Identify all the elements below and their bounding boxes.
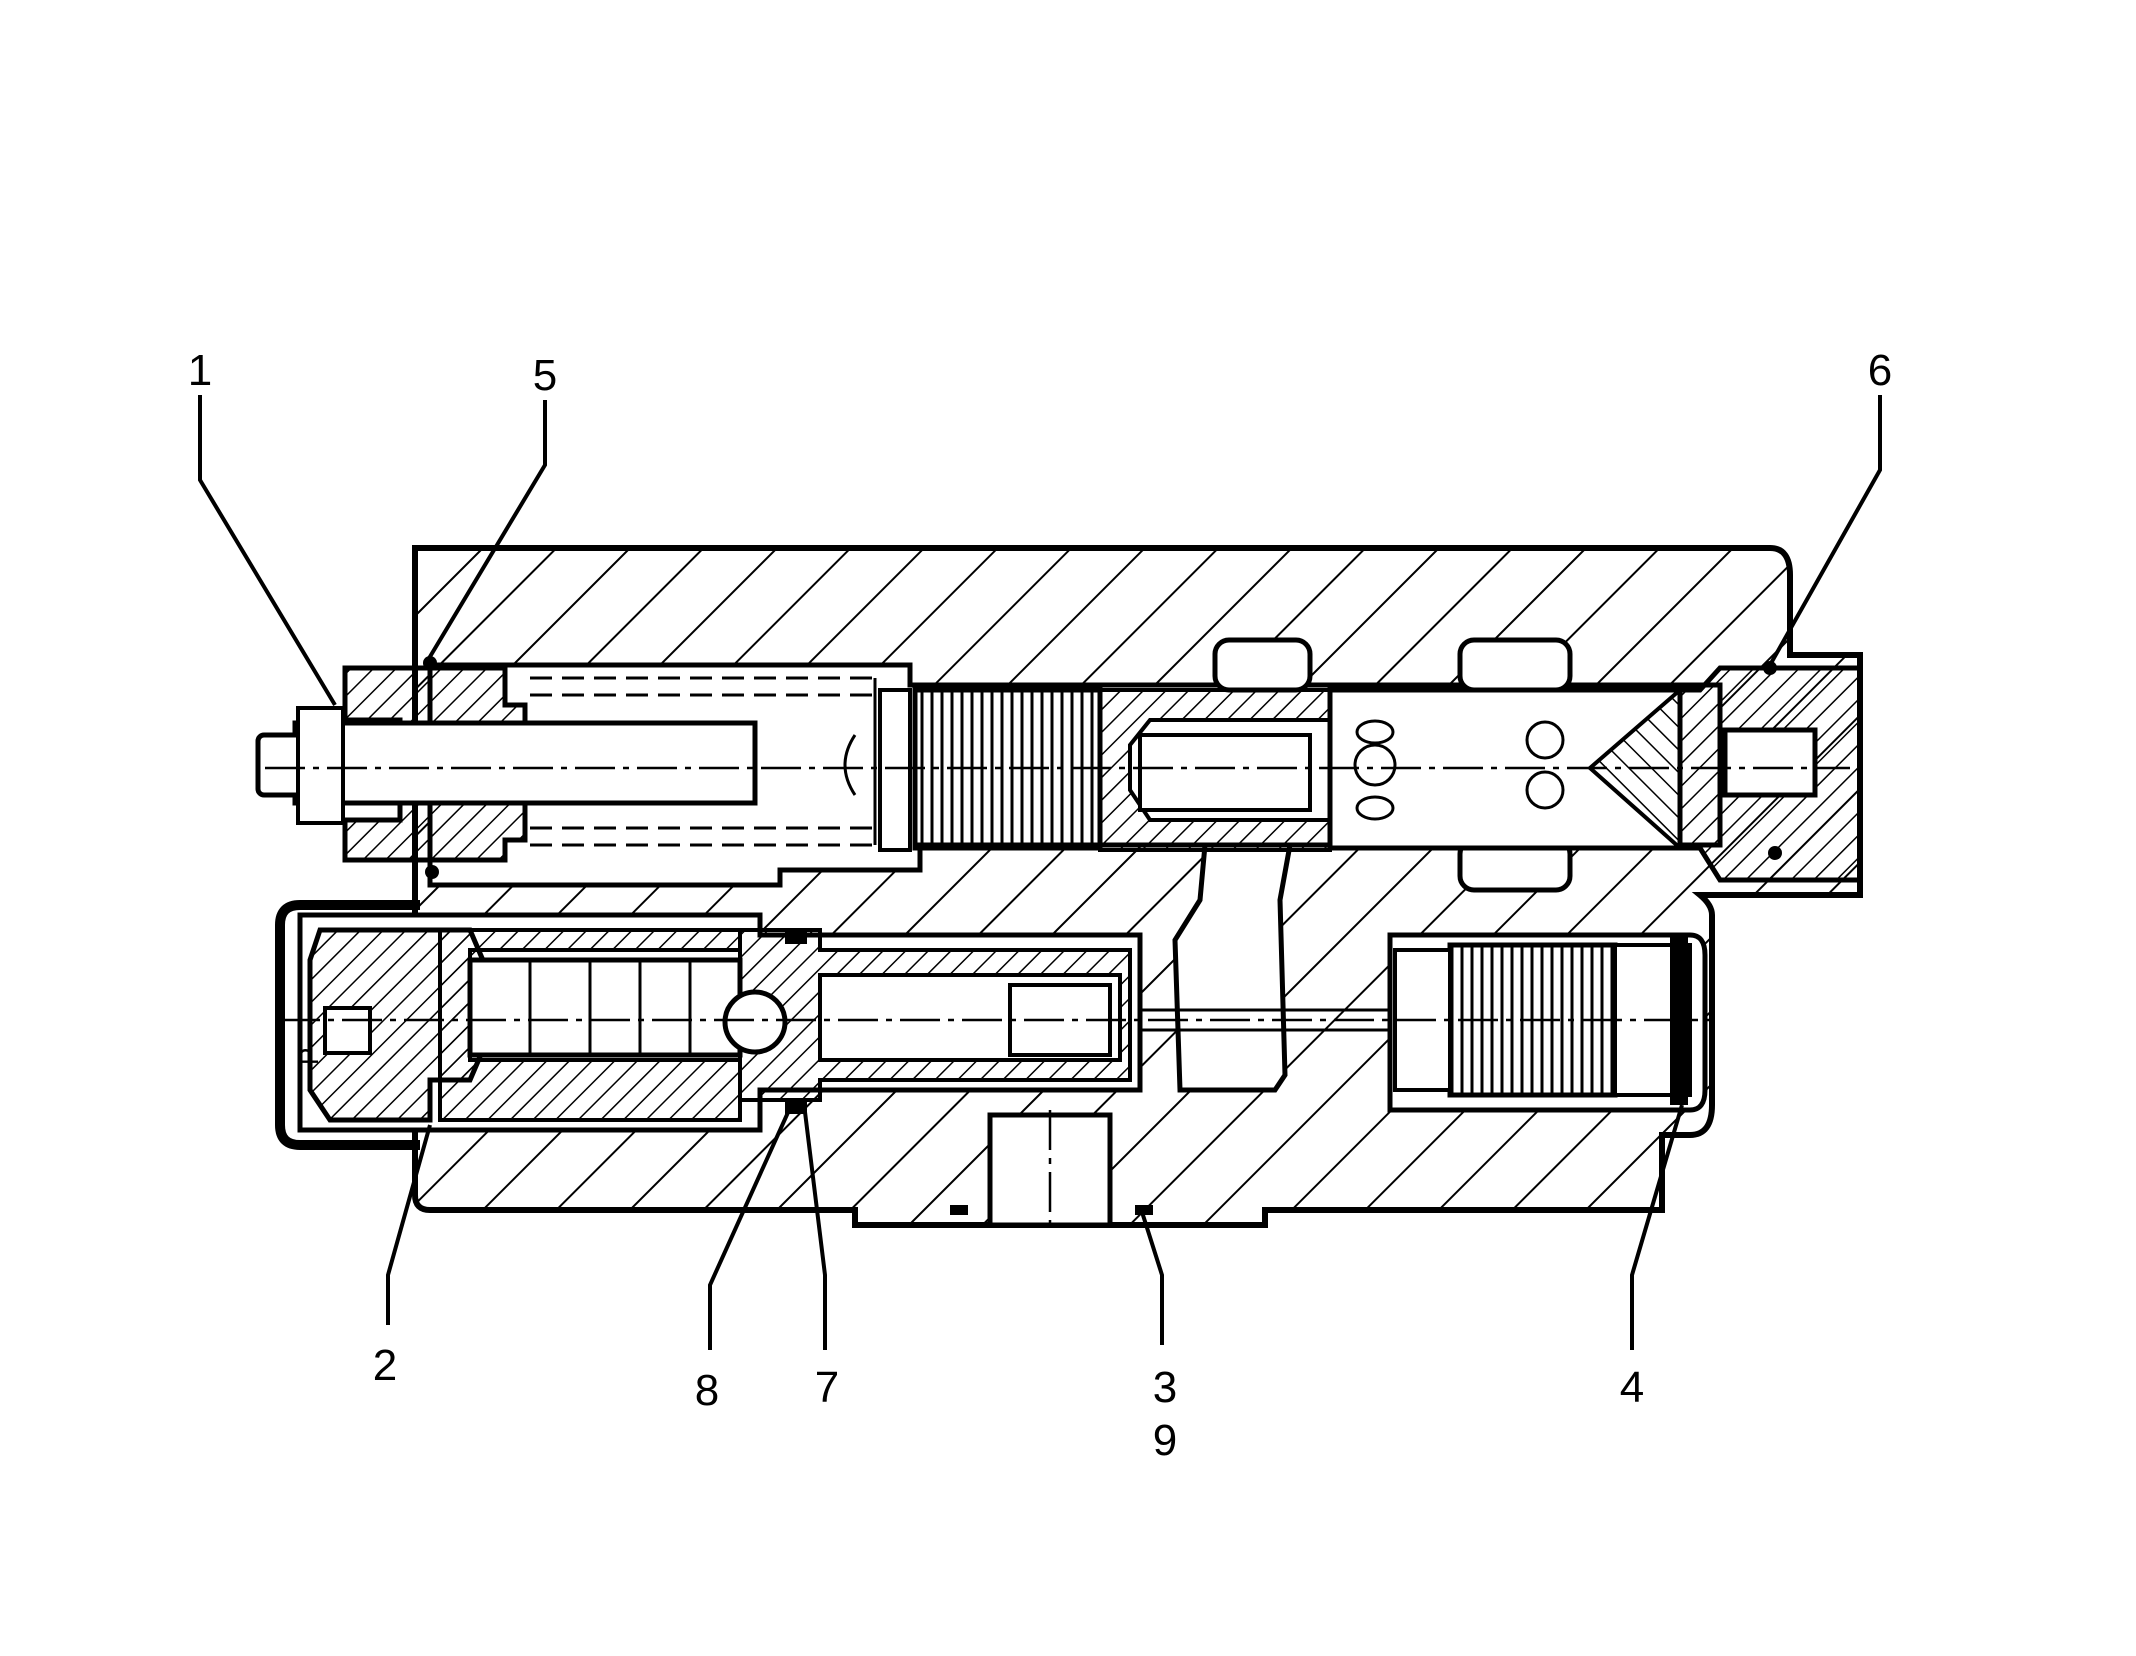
callout-3: 3	[1153, 1363, 1177, 1412]
leader-7	[803, 1111, 827, 1350]
leader-8	[708, 1107, 792, 1350]
callout-7: 7	[815, 1363, 839, 1412]
callout-2: 2	[373, 1341, 397, 1390]
leader-5	[423, 400, 547, 667]
lower-spool-assembly: P	[275, 900, 1710, 1150]
seal-top-lower	[785, 930, 807, 944]
lock-nut	[296, 706, 345, 825]
leader-1	[198, 395, 337, 707]
leader-4	[1630, 1104, 1684, 1350]
upper-spool-land	[912, 687, 1103, 851]
leader-6	[1768, 395, 1882, 666]
callout-1: 1	[188, 346, 212, 395]
leader-lines	[198, 395, 1882, 1350]
adjusting-screw-shaft	[292, 720, 758, 806]
check-ball	[722, 989, 788, 1055]
callout-6: 6	[1868, 346, 1892, 395]
protective-cap	[275, 900, 420, 1150]
upper-spool-assembly	[255, 665, 1863, 883]
seal-6	[1763, 661, 1777, 675]
callout-4: 4	[1620, 1363, 1644, 1412]
callout-9: 9	[1153, 1416, 1177, 1465]
callout-8: 8	[695, 1366, 719, 1415]
callout-5: 5	[533, 351, 557, 400]
valve-housing	[297, 544, 1863, 1230]
body-symbol: P	[294, 1048, 324, 1065]
seal-3	[1135, 1205, 1153, 1215]
bottom-port	[987, 1112, 1113, 1228]
lower-spool	[467, 957, 743, 1058]
leader-3	[1140, 1211, 1164, 1345]
leader-2	[386, 1124, 432, 1325]
callout-labels: 1 5 6 2 8 7 3 9 4	[188, 346, 1892, 1465]
